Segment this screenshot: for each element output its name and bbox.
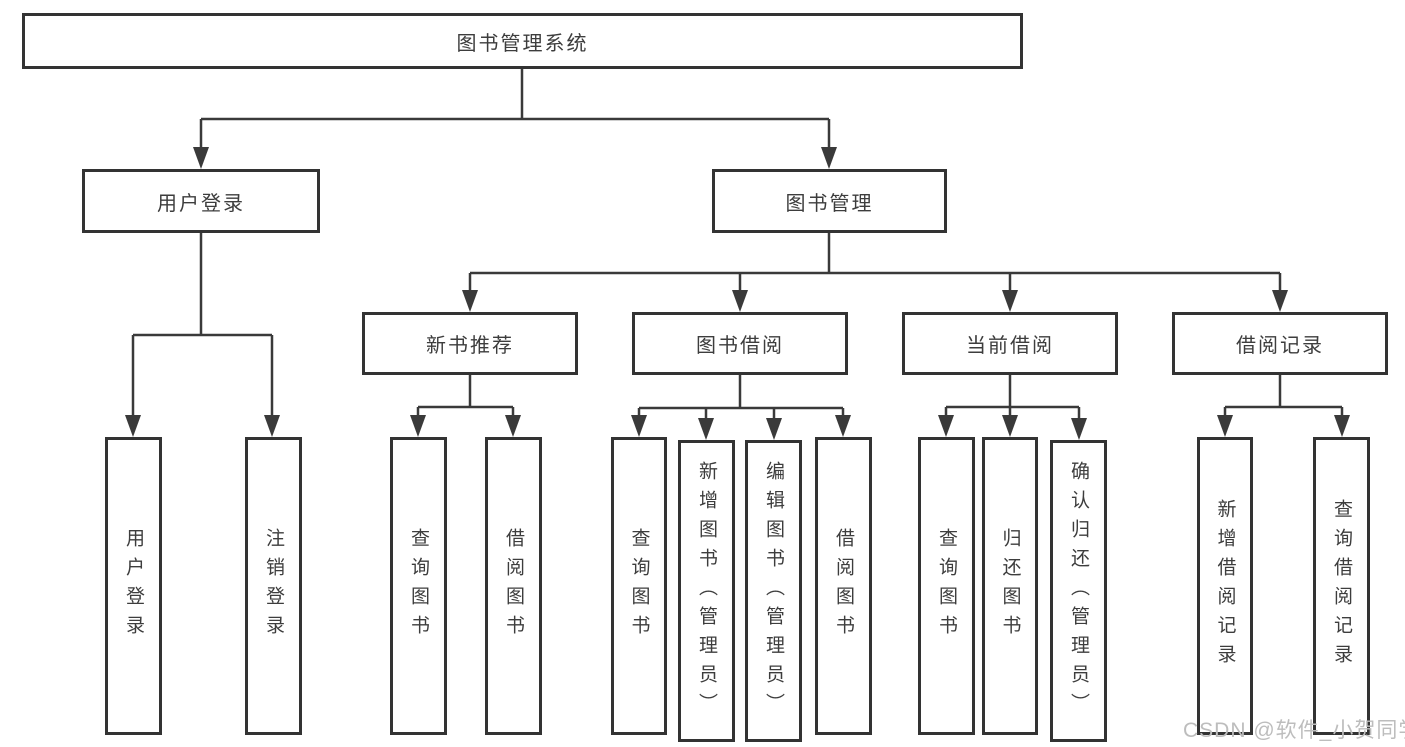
node-label: 用户登录	[157, 192, 245, 215]
node-user-login: 用户登录	[82, 169, 320, 233]
node-label: 当前借阅	[966, 335, 1054, 357]
node-root: 图书管理系统	[22, 13, 1023, 69]
leaf-label: 确认归还（管理员）	[1068, 460, 1089, 722]
node-label: 借阅记录	[1236, 335, 1324, 357]
connector-current-borrow-to-leaves	[944, 375, 1081, 421]
leaf-borrow-books: 借阅图书	[815, 437, 872, 735]
node-book-borrow: 图书借阅	[632, 312, 848, 375]
leaf-confirm-return-admin: 确认归还（管理员）	[1050, 440, 1107, 742]
leaf-add-borrow-record: 新增借阅记录	[1197, 437, 1253, 735]
leaf-user-login: 用户登录	[105, 437, 162, 735]
leaf-label: 注销登录	[263, 528, 284, 644]
leaf-add-book-admin: 新增图书（管理员）	[678, 440, 735, 742]
node-current-borrow: 当前借阅	[902, 312, 1118, 375]
connector-new-book-to-leaves	[416, 375, 515, 418]
leaf-label: 查询借阅记录	[1331, 499, 1352, 673]
node-label: 图书管理	[785, 192, 874, 215]
leaf-label: 用户登录	[123, 528, 144, 644]
leaf-label: 编辑图书（管理员）	[763, 460, 784, 722]
connector-borrow-records-to-leaves	[1223, 375, 1344, 418]
connector-book-mgmt-to-level3	[468, 233, 1282, 293]
leaf-label: 查询图书	[936, 528, 957, 644]
node-label: 新书推荐	[426, 335, 514, 357]
leaf-query-borrow-record: 查询借阅记录	[1313, 437, 1370, 735]
leaf-logout: 注销登录	[245, 437, 302, 735]
leaf-query-books: 查询图书	[918, 437, 975, 735]
watermark: CSDN @软件_小贺同学	[1183, 719, 1405, 742]
node-book-management: 图书管理	[712, 169, 947, 233]
connector-book-borrow-to-leaves	[637, 375, 845, 421]
connector-root-to-level2	[199, 69, 831, 150]
leaf-label: 归还图书	[999, 528, 1021, 644]
leaf-label: 新增图书（管理员）	[696, 460, 717, 722]
connector-user-login-to-leaves	[131, 233, 274, 418]
leaf-return-books: 归还图书	[982, 437, 1038, 735]
leaf-query-books: 查询图书	[611, 437, 667, 735]
leaf-label: 借阅图书	[833, 528, 854, 644]
leaf-label: 借阅图书	[503, 528, 524, 644]
leaf-edit-book-admin: 编辑图书（管理员）	[745, 440, 802, 742]
node-label: 图书管理系统	[456, 32, 589, 55]
node-new-book-recommend: 新书推荐	[362, 312, 578, 375]
node-label: 图书借阅	[696, 335, 784, 357]
leaf-label: 查询图书	[628, 528, 650, 644]
node-borrow-records: 借阅记录	[1172, 312, 1388, 375]
leaf-query-books: 查询图书	[390, 437, 447, 735]
leaf-borrow-books: 借阅图书	[485, 437, 542, 735]
leaf-label: 新增借阅记录	[1214, 499, 1236, 673]
leaf-label: 查询图书	[408, 528, 429, 644]
arrowheads	[125, 147, 1350, 440]
